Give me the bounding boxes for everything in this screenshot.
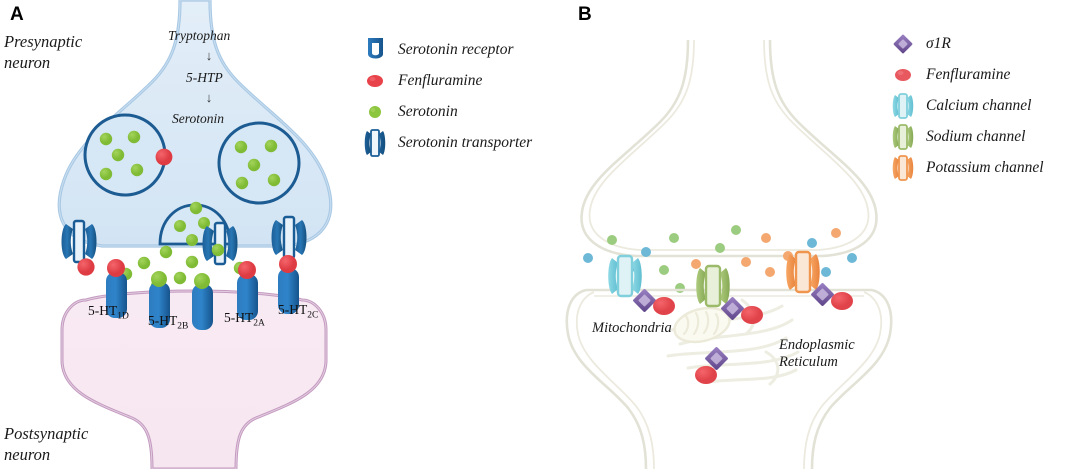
sigma1r-icon bbox=[705, 347, 728, 370]
panel-a-diagram bbox=[57, 0, 333, 469]
pathway-arrow-2: ↓ bbox=[205, 90, 213, 105]
serotonin-receptor-5ht2b bbox=[149, 271, 170, 328]
legend-label: Calcium channel bbox=[926, 96, 1032, 114]
pathway-step-tryptophan: Tryptophan bbox=[168, 28, 231, 43]
sodium-channel-icon bbox=[888, 123, 918, 150]
legend-label: Potassium channel bbox=[926, 158, 1044, 176]
fenfluramine-dot bbox=[107, 259, 125, 277]
potassium-channel-icon bbox=[786, 250, 820, 294]
legend-label: σ1R bbox=[926, 34, 951, 52]
legend-label: Fenfluramine bbox=[398, 71, 483, 89]
serotonin-transporter bbox=[202, 221, 238, 266]
fenfluramine-icon bbox=[888, 68, 918, 82]
potassium-channel-icon bbox=[888, 154, 918, 181]
postsynaptic-neuron-label: Postsynaptic neuron bbox=[4, 424, 89, 464]
panel-letter-b: B bbox=[578, 4, 592, 25]
receptor-subscript: 2B bbox=[177, 321, 189, 332]
receptor-label-5ht1d: 5-HT1D bbox=[88, 303, 129, 322]
receptor-label-5ht2b: 5-HT2B bbox=[148, 313, 188, 332]
legend-item-calcium-channel: Calcium channel bbox=[888, 90, 1044, 121]
receptor-subscript: 2C bbox=[307, 310, 319, 321]
legend-item-serotonin: Serotonin bbox=[360, 96, 532, 127]
receptor-name: 5-HT bbox=[278, 302, 308, 317]
free-sigma1r-fenfluramine bbox=[695, 347, 728, 384]
sigma1r-icon bbox=[633, 289, 656, 312]
legend-item-serotonin-receptor: Serotonin receptor bbox=[360, 34, 532, 65]
panel-letter-a: A bbox=[10, 4, 24, 25]
presynaptic-neuron-label: Presynaptic neuron bbox=[4, 32, 83, 72]
calcium-channel-icon bbox=[608, 254, 642, 298]
sigma1r-icon bbox=[811, 283, 834, 306]
potassium-channel-cluster bbox=[786, 250, 853, 310]
fenfluramine-dot bbox=[279, 255, 297, 273]
serotonin-transporter bbox=[271, 215, 307, 260]
sodium-channel-icon bbox=[696, 264, 730, 308]
receptor-name: 5-HT bbox=[88, 303, 118, 318]
legend-item-fenfluramine: Fenfluramine bbox=[360, 65, 532, 96]
serotonin-dot bbox=[194, 273, 210, 289]
serotonin-icon bbox=[360, 105, 390, 119]
calcium-channel-cluster bbox=[608, 254, 675, 315]
legend-label: Fenfluramine bbox=[926, 65, 1011, 83]
pathway-step-serotonin: Serotonin bbox=[172, 111, 224, 126]
legend-label: Serotonin bbox=[398, 102, 458, 120]
receptor-name: 5-HT bbox=[224, 310, 254, 325]
fenfluramine-dot bbox=[77, 258, 95, 276]
serotonin-receptor-5ht2a-site bbox=[192, 273, 213, 330]
legend-label: Sodium channel bbox=[926, 127, 1026, 145]
fenfluramine-dot bbox=[238, 261, 256, 279]
sigma1r-icon bbox=[721, 297, 744, 320]
legend-panel-a: Serotonin receptor Fenfluramine Serotoni… bbox=[360, 34, 532, 158]
synaptic-vesicle bbox=[83, 113, 173, 197]
legend-label: Serotonin transporter bbox=[398, 133, 533, 151]
fenfluramine-dot bbox=[741, 306, 763, 324]
endoplasmic-reticulum-label: Endoplasmic Reticulum bbox=[779, 337, 855, 371]
presynaptic-terminal-b bbox=[580, 39, 878, 258]
legend-item-potassium-channel: Potassium channel bbox=[888, 152, 1044, 183]
receptor-subscript: 2A bbox=[253, 318, 265, 329]
fenfluramine-dot bbox=[831, 292, 853, 310]
fenfluramine-icon bbox=[360, 74, 390, 88]
receptor-name: 5-HT bbox=[148, 313, 178, 328]
mitochondria-label: Mitochondria bbox=[592, 320, 672, 336]
fenfluramine-dot bbox=[155, 148, 173, 166]
legend-panel-b: σ1R Fenfluramine bbox=[888, 28, 1044, 183]
synaptic-vesicle bbox=[217, 121, 301, 205]
serotonin-transporter bbox=[61, 219, 97, 276]
serotonin-dot bbox=[151, 271, 167, 287]
pathway-arrow-1: ↓ bbox=[205, 48, 213, 63]
legend-item-fenfluramine: Fenfluramine bbox=[888, 59, 1044, 90]
serotonin-receptor-5ht2a bbox=[237, 261, 258, 320]
pathway-step-5htp: 5-HTP bbox=[186, 70, 223, 85]
mitochondria-shape bbox=[673, 306, 731, 344]
sodium-channel-cluster bbox=[696, 264, 763, 324]
legend-item-serotonin-transporter: Serotonin transporter bbox=[360, 127, 532, 158]
calcium-channel-icon bbox=[888, 92, 918, 119]
sigma1r-icon bbox=[888, 34, 918, 54]
receptor-label-5ht2c: 5-HT2C bbox=[278, 302, 318, 321]
legend-label: Serotonin receptor bbox=[398, 40, 514, 58]
fenfluramine-dot bbox=[653, 297, 675, 315]
serotonin-receptor-5ht1d bbox=[106, 259, 127, 318]
serotonin-receptor-icon bbox=[360, 37, 390, 63]
fenfluramine-dot bbox=[695, 366, 717, 384]
legend-item-sigma1r: σ1R bbox=[888, 28, 1044, 59]
receptor-subscript: 1D bbox=[117, 311, 129, 322]
receptor-label-5ht2a: 5-HT2A bbox=[224, 310, 265, 329]
serotonin-receptor-5ht2c bbox=[278, 255, 299, 314]
legend-item-sodium-channel: Sodium channel bbox=[888, 121, 1044, 152]
panel-b-diagram bbox=[565, 39, 893, 469]
serotonin-transporter-icon bbox=[360, 128, 390, 157]
